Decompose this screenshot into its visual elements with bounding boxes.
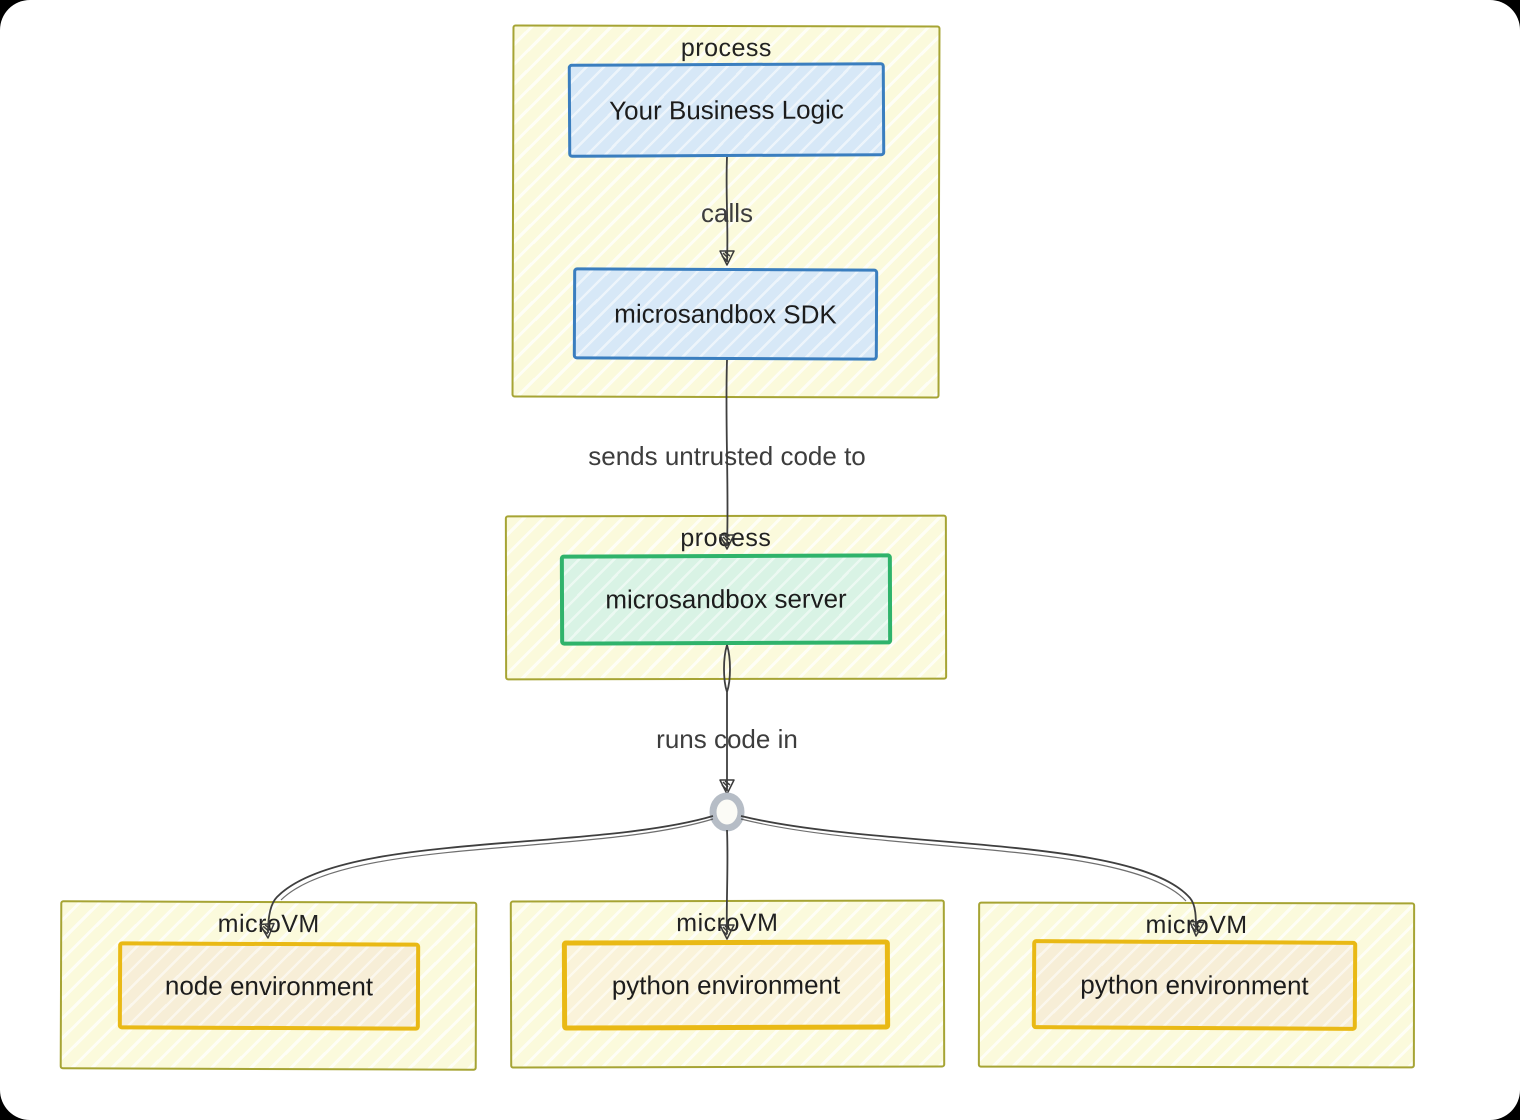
node-label: node environment [164, 970, 374, 1001]
node-label: microsandbox server [605, 583, 847, 615]
node-business-logic: Your Business Logic [567, 62, 886, 158]
group-title: process [680, 33, 772, 63]
node-label: microsandbox SDK [614, 298, 837, 329]
edge-label-sends-untrusted: sends untrusted code to [588, 441, 866, 471]
node-node-environment: node environment [117, 941, 421, 1031]
node-label: Your Business Logic [609, 93, 844, 126]
edge-to-python-env-right-sketch [740, 818, 1187, 902]
group-title: microVM [1145, 910, 1248, 940]
group-title: microVM [217, 909, 320, 939]
node-microsandbox-sdk: microsandbox SDK [572, 267, 879, 361]
node-microsandbox-server: microsandbox server [559, 553, 893, 646]
node-python-environment-right: python environment [1031, 939, 1358, 1031]
arrowhead-runs-code-in [719, 779, 735, 795]
node-label: python environment [1080, 968, 1309, 1001]
group-title: microVM [676, 908, 779, 938]
junction-circle [709, 792, 745, 832]
node-python-environment-middle: python environment [561, 939, 891, 1031]
edge-label-runs-code-in: runs code in [656, 724, 798, 754]
node-label: python environment [611, 969, 841, 1000]
group-title: process [680, 523, 772, 553]
edge-to-node-env-sketch [280, 818, 714, 901]
